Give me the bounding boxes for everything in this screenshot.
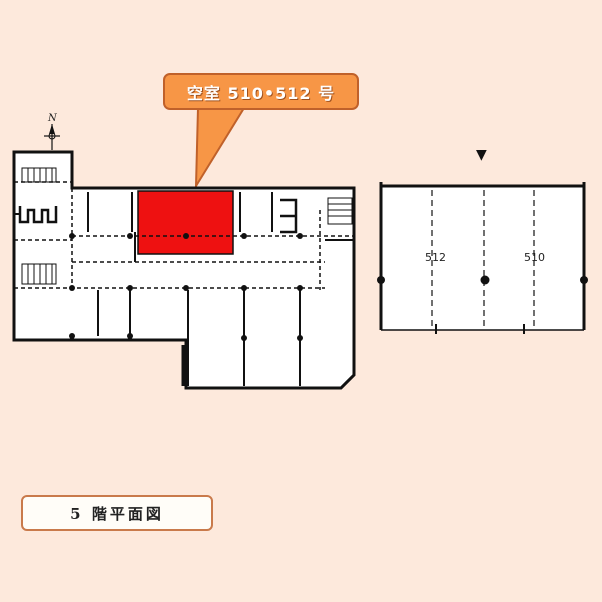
detail-marker-icon: ▼ <box>476 147 487 163</box>
stairs-right <box>327 197 353 225</box>
stairs-top-left <box>21 167 57 183</box>
vacant-unit-highlight <box>137 190 234 255</box>
unit-label-510: 510 <box>524 251 545 264</box>
north-label: N <box>48 113 57 124</box>
floor-plan-label-text: 5 階平面図 <box>70 504 164 523</box>
vacancy-callout-text: 空室 510•512 号 <box>186 83 336 103</box>
elevator <box>280 198 298 234</box>
unit-label-512: 512 <box>425 251 446 264</box>
stairs-mid-left <box>21 263 57 285</box>
restroom-fixtures <box>18 206 58 224</box>
floor-plan-label: 5 階平面図 <box>21 495 213 531</box>
vacancy-callout: 空室 510•512 号 <box>163 73 359 110</box>
north-arrow-icon <box>44 124 60 150</box>
